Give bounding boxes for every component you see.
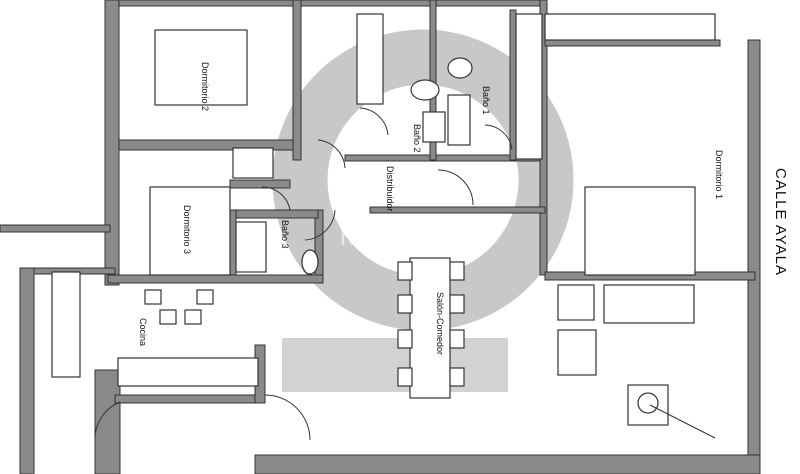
room-label-dormitorio-3: Dormitorio 3 xyxy=(182,205,192,254)
rug xyxy=(282,338,508,392)
beds xyxy=(149,29,696,276)
room-label-distribuidor: Distribuidor xyxy=(385,166,395,212)
room-label-bano-3: Baño 3 xyxy=(280,220,290,249)
room-label-dormitorio-1: Dormitorio 1 xyxy=(714,150,724,199)
room-label-salon-comedor: Salón-Comedor xyxy=(435,292,445,355)
room-label-bano-2: Baño 2 xyxy=(412,124,422,153)
bathroom-fixtures xyxy=(235,57,473,275)
room-label-dormitorio-2: Dormitorio 2 xyxy=(200,62,210,111)
room-label-cocina: Cocina xyxy=(138,318,148,346)
room-label-bano-1: Baño 1 xyxy=(481,86,491,115)
dining-table xyxy=(397,257,465,399)
living-furniture xyxy=(557,284,716,439)
watermark-text: habitaclia xyxy=(340,221,450,251)
kitchen-units xyxy=(51,271,259,387)
wardrobes xyxy=(232,13,716,179)
street-label: CALLE AYALA xyxy=(772,168,789,276)
doors xyxy=(94,107,513,441)
